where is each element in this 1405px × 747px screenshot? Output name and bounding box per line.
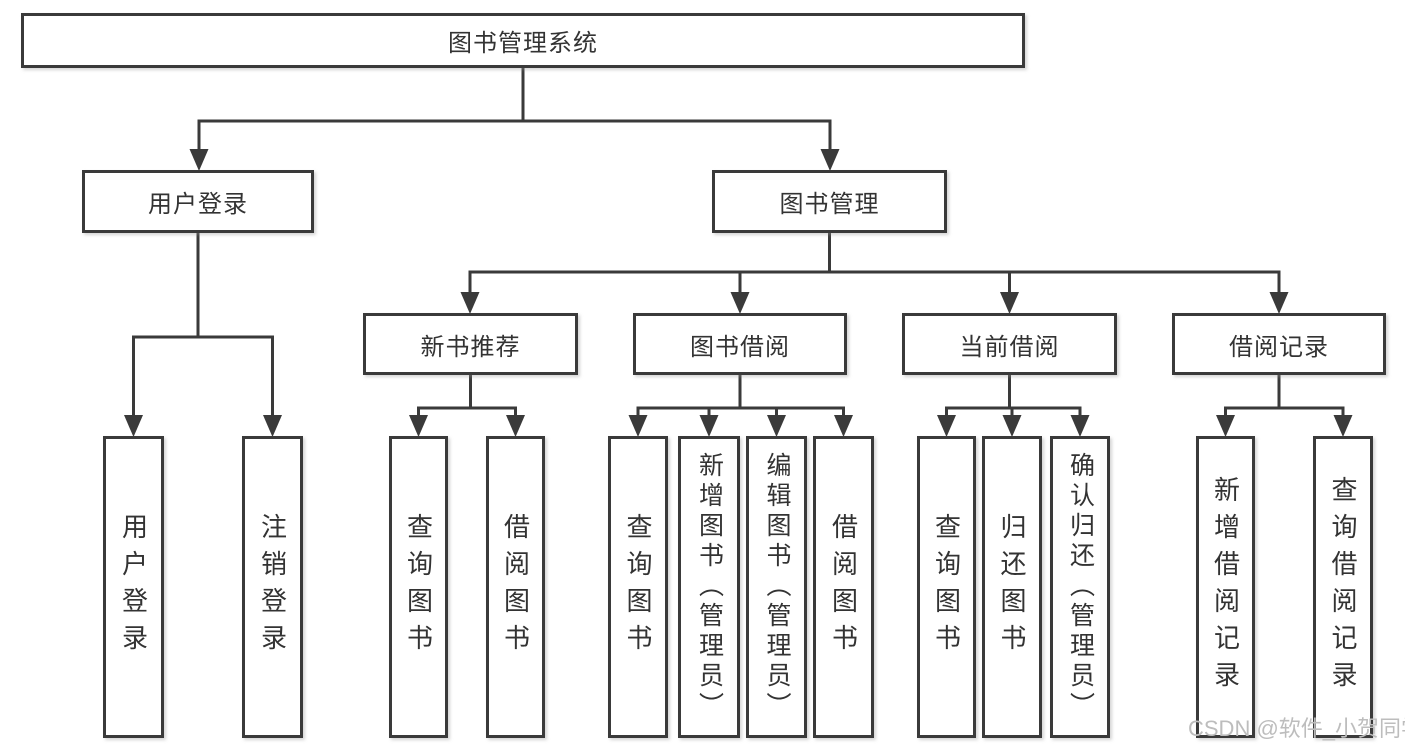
- node-label: 图书管理系统: [448, 30, 598, 57]
- leaf-label: 借阅图书: [828, 513, 859, 661]
- leaf-query-borrow-record: 查询借阅记录: [1313, 436, 1373, 738]
- node-new-book-recommendation: 新书推荐: [363, 313, 578, 375]
- leaf-label: 归还图书: [997, 513, 1027, 661]
- leaf-query-books-recommend: 查询图书: [389, 436, 448, 738]
- node-label: 新书推荐: [420, 333, 521, 361]
- leaf-return-books: 归还图书: [982, 436, 1042, 738]
- leaf-label: 编辑图书（管理员）: [763, 452, 791, 722]
- leaf-edit-book-admin: 编辑图书（管理员）: [746, 436, 807, 738]
- leaf-label: 新增借阅记录: [1210, 476, 1241, 698]
- node-current-borrowing: 当前借阅: [902, 313, 1117, 375]
- leaf-query-books-current: 查询图书: [917, 436, 976, 738]
- node-book-borrowing: 图书借阅: [633, 313, 847, 375]
- node-label: 图书管理: [779, 191, 880, 218]
- leaf-borrow-books: 借阅图书: [813, 436, 874, 738]
- leaf-label: 查询图书: [623, 513, 653, 661]
- leaf-label: 借阅图书: [500, 513, 531, 661]
- leaf-label: 用户登录: [118, 513, 149, 661]
- node-book-management: 图书管理: [712, 170, 947, 233]
- leaf-user-login: 用户登录: [103, 436, 164, 738]
- leaf-label: 查询图书: [403, 513, 434, 661]
- watermark: CSDN @软件_小贺同学: [1188, 716, 1405, 741]
- leaf-label: 查询图书: [931, 513, 962, 661]
- node-user-login: 用户登录: [82, 170, 314, 233]
- node-borrowing-records: 借阅记录: [1172, 313, 1386, 375]
- leaf-label: 注销登录: [257, 513, 288, 661]
- leaf-borrow-books-recommend: 借阅图书: [486, 436, 545, 738]
- leaf-add-borrow-record: 新增借阅记录: [1196, 436, 1255, 738]
- node-label: 用户登录: [148, 191, 248, 218]
- node-label: 当前借阅: [959, 333, 1060, 361]
- leaf-add-book-admin: 新增图书（管理员）: [678, 436, 740, 738]
- node-library-management-system: 图书管理系统: [21, 13, 1025, 68]
- leaf-confirm-return-admin: 确认归还（管理员）: [1050, 436, 1110, 738]
- node-label: 借阅记录: [1229, 333, 1329, 361]
- leaf-label: 新增图书（管理员）: [695, 452, 724, 722]
- leaf-query-books-borrow: 查询图书: [608, 436, 668, 738]
- node-label: 图书借阅: [690, 333, 790, 361]
- leaf-logout-login: 注销登录: [242, 436, 303, 738]
- leaf-label: 查询借阅记录: [1328, 476, 1358, 698]
- leaf-label: 确认归还（管理员）: [1066, 452, 1095, 722]
